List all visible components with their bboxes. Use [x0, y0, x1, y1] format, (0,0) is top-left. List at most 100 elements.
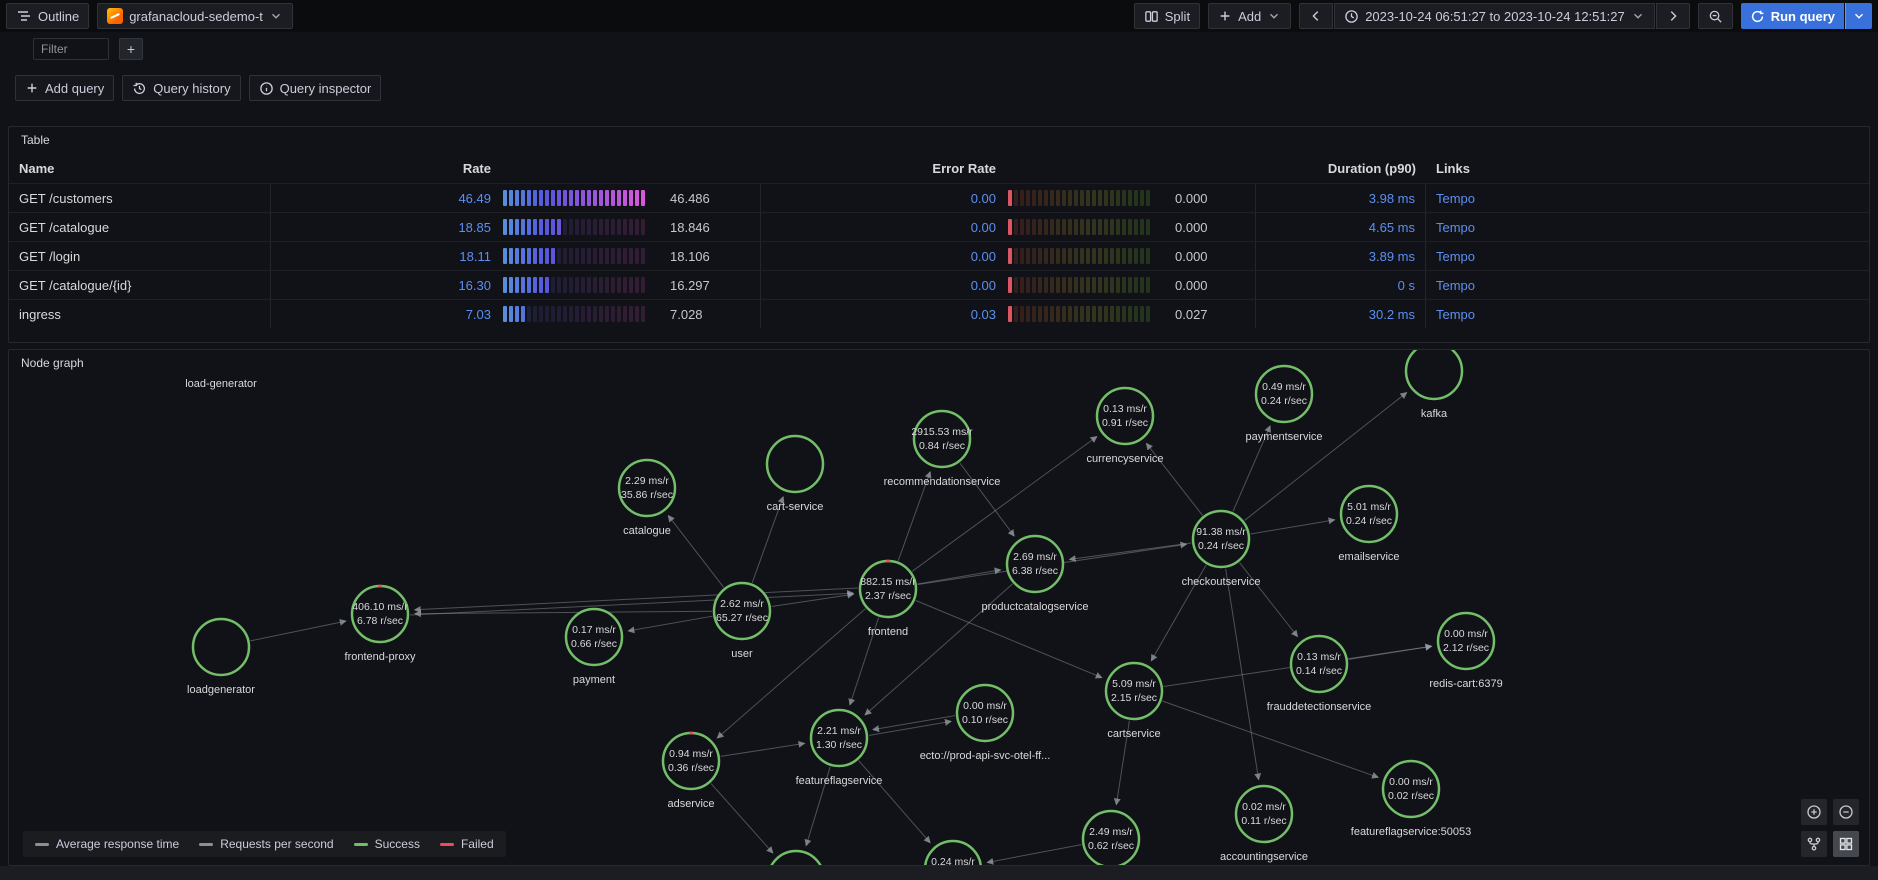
zoom-out-time-button[interactable]	[1697, 3, 1733, 29]
add-query-button[interactable]: Add query	[15, 75, 115, 101]
datasource-picker[interactable]: grafanacloud-sedemo-t	[97, 3, 293, 29]
add-button[interactable]: Add	[1208, 3, 1292, 29]
time-forward-button[interactable]	[1655, 3, 1690, 29]
gauge-segment	[1134, 190, 1138, 206]
legend-label: Success	[374, 837, 420, 851]
graph-zoom-out-button[interactable]	[1833, 799, 1859, 825]
column-header-links[interactable]: Links	[1436, 160, 1470, 176]
gauge-segment	[1146, 277, 1150, 293]
node-stat-response-time: 0.49 ms/r	[1262, 381, 1306, 393]
outline-button[interactable]: Outline	[6, 3, 90, 29]
node-stat-rate: 0.91 r/sec	[1102, 417, 1148, 429]
gauge-segment	[575, 219, 579, 235]
node-label: frauddetectionservice	[1267, 701, 1372, 713]
gauge-segment	[1056, 219, 1060, 235]
clock-icon	[1345, 9, 1358, 23]
graph-node-cart-service[interactable]: cart-service	[765, 434, 825, 513]
gauge-segment	[1062, 277, 1066, 293]
gauge-segment	[545, 219, 549, 235]
gauge-segment	[1116, 306, 1120, 322]
run-query-dropdown[interactable]	[1845, 3, 1872, 29]
node-circle	[1381, 759, 1441, 819]
name-cell: GET /catalogue/{id}	[9, 271, 271, 299]
gauge-segment	[1074, 219, 1078, 235]
add-filter-button[interactable]: +	[119, 38, 143, 60]
node-stat-response-time: 0.00 ms/r	[1389, 776, 1433, 788]
filter-input[interactable]	[33, 38, 109, 60]
gauge-segment	[1008, 190, 1012, 206]
tempo-link[interactable]: Tempo	[1436, 306, 1476, 322]
graph-node-loadgenerator[interactable]: loadgenerator	[187, 617, 255, 696]
error-rate-cell: 0.00	[970, 248, 996, 264]
query-inspector-button[interactable]: Query inspector	[248, 75, 382, 101]
node-stat-response-time: 0.17 ms/r	[572, 624, 616, 636]
graph-node-node-024[interactable]: 0.24 ms/r	[924, 839, 982, 865]
graph-node-partial-1[interactable]	[768, 849, 824, 865]
gauge-segment	[641, 248, 645, 264]
graph-node-ffs-50053[interactable]: 0.00 ms/r0.02 r/secfeatureflagservice:50…	[1351, 759, 1471, 838]
graph-node-node-249[interactable]: 2.49 ms/r0.62 r/sec	[1081, 809, 1141, 865]
column-header-rate[interactable]: Rate	[462, 160, 491, 176]
graph-node-kafka[interactable]: kafka	[1404, 350, 1464, 420]
tempo-link[interactable]: Tempo	[1436, 190, 1476, 206]
gauge-segment	[593, 219, 597, 235]
node-circle	[924, 839, 982, 865]
gauge-segment	[545, 248, 549, 264]
time-back-button[interactable]	[1299, 3, 1334, 29]
node-circle	[912, 409, 972, 469]
query-history-button[interactable]: Query history	[122, 75, 241, 101]
node-label: redis-cart:6379	[1429, 678, 1502, 690]
graph-layout-grid-button[interactable]	[1833, 831, 1859, 857]
graph-layout-hierarchy-button[interactable]	[1801, 831, 1827, 857]
gauge-segment	[509, 219, 513, 235]
gauge-segment	[539, 306, 543, 322]
gauge-segment	[557, 219, 561, 235]
node-stat-rate: 0.14 r/sec	[1296, 665, 1342, 677]
rate-value-cell: 46.486	[661, 184, 761, 212]
name-cell: GET /customers	[9, 184, 271, 212]
gauge-segment	[1032, 190, 1036, 206]
gauge-segment	[581, 248, 585, 264]
table-panel-title[interactable]: Table	[21, 133, 50, 147]
split-button[interactable]: Split	[1133, 3, 1201, 29]
graph-node-recommendationservice[interactable]: 2915.53 ms/r0.84 r/secrecommendationserv…	[884, 409, 1001, 488]
column-header-duration[interactable]: Duration (p90)	[1327, 160, 1416, 176]
legend-color-dash	[199, 842, 214, 846]
time-range-picker[interactable]: 2023-10-24 06:51:27 to 2023-10-24 12:51:…	[1334, 3, 1655, 29]
gauge-segment	[527, 277, 531, 293]
gauge-segment	[1128, 190, 1132, 206]
column-header-name[interactable]: Name	[19, 160, 55, 176]
node-label: kafka	[1421, 408, 1448, 420]
graph-zoom-in-button[interactable]	[1801, 799, 1827, 825]
tempo-link[interactable]: Tempo	[1436, 219, 1476, 235]
run-query-button[interactable]: Run query	[1740, 3, 1844, 29]
tempo-link[interactable]: Tempo	[1436, 248, 1476, 264]
graph-node-ecto[interactable]: 0.00 ms/r0.10 r/sececto://prod-api-svc-o…	[920, 683, 1051, 762]
tempo-link[interactable]: Tempo	[1436, 277, 1476, 293]
gauge-segment	[1026, 306, 1030, 322]
rate-cell: 16.30	[458, 277, 491, 293]
gauge-segment	[1044, 248, 1048, 264]
graph-edge	[250, 618, 347, 642]
column-header-error-rate[interactable]: Error Rate	[932, 160, 996, 176]
gauge-segment	[617, 219, 621, 235]
node-graph-panel-title[interactable]: Node graph	[21, 356, 84, 370]
